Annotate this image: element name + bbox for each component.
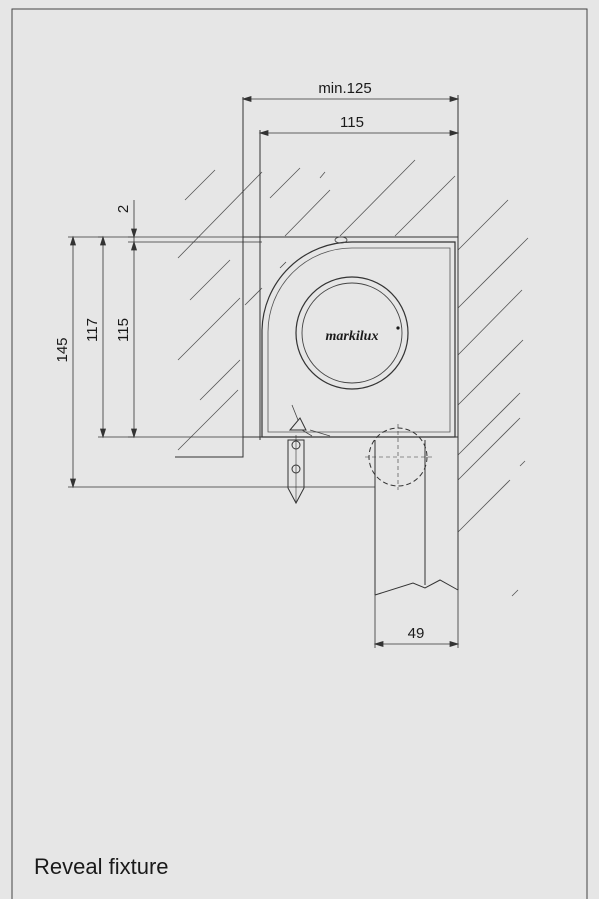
cassette-end-cap-outer: [295, 276, 409, 390]
markilux-logo: markilux: [326, 329, 379, 344]
dim-49: 49: [408, 625, 425, 642]
wall-hatching-left: [177, 259, 263, 451]
wall-hatching-right: [457, 199, 529, 597]
dim-145: 145: [54, 337, 71, 362]
dim-min-125: min.125: [318, 80, 371, 97]
dimension-lines: [68, 95, 460, 648]
logo-dot: [396, 326, 400, 330]
figure-caption: Reveal fixture: [34, 854, 169, 879]
front-profile: [365, 424, 459, 596]
dim-115-top: 115: [340, 114, 364, 131]
dim-115-vertical: 115: [115, 318, 132, 342]
dim-2: 2: [115, 205, 132, 213]
cassette-end-cap-inner: [301, 282, 403, 384]
wall-hatching-upper: [177, 159, 456, 259]
page-border: [11, 8, 588, 899]
dim-117: 117: [84, 318, 101, 342]
awning-cassette: [261, 236, 456, 438]
